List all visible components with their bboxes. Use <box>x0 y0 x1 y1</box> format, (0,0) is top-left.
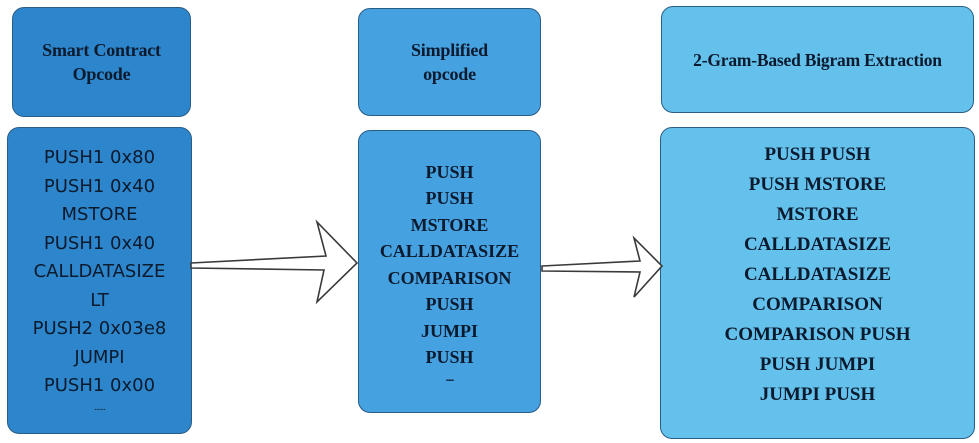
opcode-item: CALLDATASIZE <box>379 241 520 261</box>
stage2-opcode-list: PUSH PUSH MSTORE CALLDATASIZE COMPARISON… <box>380 159 519 385</box>
stage2-title-box: Simplified opcode <box>358 8 541 116</box>
opcode-item: MSTORE <box>61 204 138 225</box>
opcode-item: PUSH1 0x00 <box>43 375 156 396</box>
opcode-item: PUSH1 0x40 <box>43 232 156 254</box>
stage1-title-box: Smart Contract Opcode <box>12 7 191 117</box>
stage2-title: Simplified opcode <box>411 38 488 86</box>
opcode-item: PUSH2 0x03e8 <box>32 318 167 339</box>
stage1-title-line: Smart Contract <box>42 40 161 60</box>
ellipsis: ...... <box>93 402 106 413</box>
stage1-content-box: PUSH1 0x80 PUSH1 0x40 MSTORE PUSH1 0x40 … <box>7 127 192 434</box>
bigram-item: COMPARISON <box>752 294 883 315</box>
opcode-item: PUSH <box>425 161 474 182</box>
bigram-item: MSTORE <box>776 204 859 225</box>
opcode-item: CALLDATASIZE <box>33 261 166 282</box>
stage3-title: 2-Gram-Based Bigram Extraction <box>693 48 942 72</box>
arrow-2 <box>541 235 664 298</box>
opcode-item: PUSH <box>425 347 474 367</box>
stage3-title-line: 2-Gram-Based Bigram Extraction <box>693 49 942 70</box>
opcode-item: PUSH1 0x80 <box>43 147 156 168</box>
stage2-title-line: opcode <box>423 64 476 84</box>
arrow-1 <box>190 219 359 305</box>
ellipsis: ...... <box>445 372 455 383</box>
opcode-item: PUSH <box>425 188 474 208</box>
bigram-item: JUMPI PUSH <box>759 384 876 405</box>
bigram-item: PUSH JUMPI <box>759 354 876 375</box>
opcode-item: LT <box>90 289 109 311</box>
stage1-title-line: Opcode <box>72 64 131 84</box>
opcode-item: COMPARISON <box>387 267 512 288</box>
stage3-title-box: 2-Gram-Based Bigram Extraction <box>661 6 974 113</box>
bigram-item: CALLDATASIZE <box>743 234 892 255</box>
stage3-content-box: PUSH PUSH PUSH MSTORE MSTORE CALLDATASIZ… <box>660 127 975 439</box>
stage3-bigram-list: PUSH PUSH PUSH MSTORE MSTORE CALLDATASIZ… <box>725 140 911 410</box>
opcode-item: PUSH1 0x40 <box>43 175 156 197</box>
stage2-content-box: PUSH PUSH MSTORE CALLDATASIZE COMPARISON… <box>358 130 541 413</box>
stage2-title-line: Simplified <box>410 40 488 60</box>
bigram-item: CALLDATASIZE <box>743 264 892 285</box>
bigram-item: PUSH PUSH <box>764 144 871 165</box>
opcode-item: JUMPI <box>421 320 478 341</box>
opcode-item: MSTORE <box>410 214 489 235</box>
stage1-opcode-list: PUSH1 0x80 PUSH1 0x40 MSTORE PUSH1 0x40 … <box>33 144 167 415</box>
bigram-item: COMPARISON PUSH <box>724 324 911 345</box>
bigram-item: PUSH MSTORE <box>748 174 887 195</box>
opcode-item: JUMPI <box>74 346 125 368</box>
opcode-item: PUSH <box>425 294 474 314</box>
stage1-title: Smart Contract Opcode <box>42 38 161 86</box>
